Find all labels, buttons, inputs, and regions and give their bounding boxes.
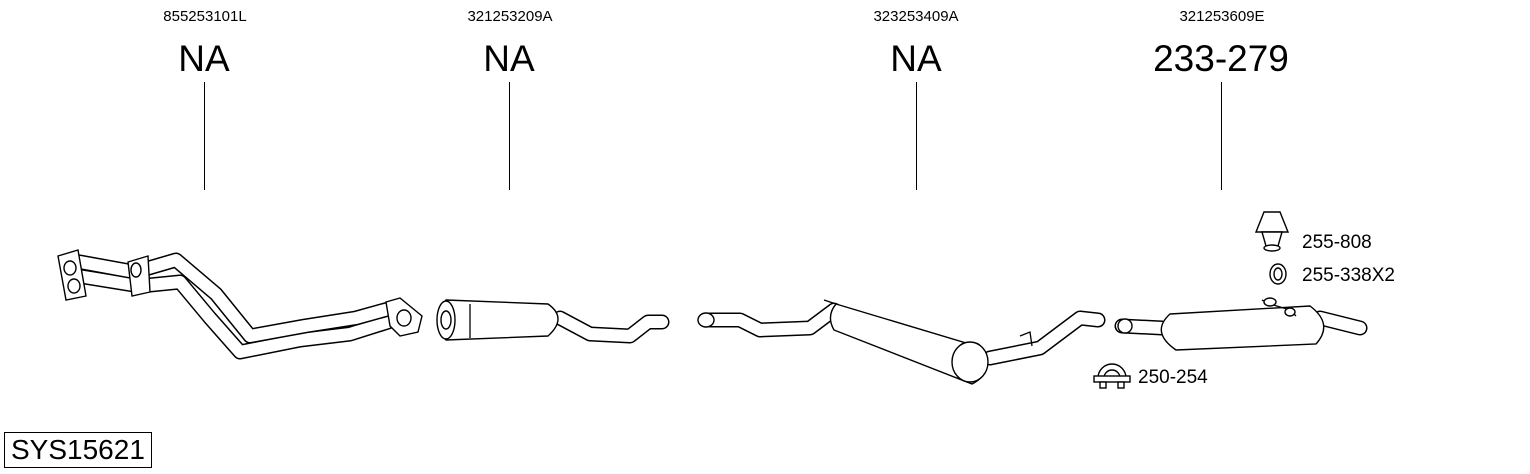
part-4-oem-number: 321253609E <box>1179 8 1265 25</box>
part-2-reference[interactable]: NA <box>483 38 535 79</box>
middle-silencer-drawing[interactable] <box>697 299 1106 385</box>
part-2-oem-number: 321253209A <box>467 8 553 25</box>
part-2-leader-line <box>509 82 510 190</box>
front-pipe-drawing[interactable] <box>57 249 423 360</box>
accessory-hanger-label[interactable]: 255-808 <box>1302 232 1372 253</box>
system-code-box: SYS15621 <box>4 432 152 468</box>
part-4-reference[interactable]: 233-279 <box>1153 38 1289 79</box>
rubber-hanger-icon[interactable] <box>1254 211 1290 252</box>
part-1-oem-number: 855253101L <box>163 8 247 25</box>
rear-silencer-drawing[interactable] <box>1114 297 1368 351</box>
part-3-leader-line <box>916 82 917 190</box>
part-3-oem-number: 323253409A <box>873 8 959 25</box>
part-3-reference[interactable]: NA <box>890 38 942 79</box>
part-4-leader-line <box>1221 82 1222 190</box>
accessory-clamp-label[interactable]: 250-254 <box>1138 367 1208 388</box>
clamp-icon[interactable] <box>1093 363 1131 389</box>
part-1-leader-line <box>204 82 205 190</box>
accessory-ring-label[interactable]: 255-338X2 <box>1302 265 1395 286</box>
front-silencer-drawing[interactable] <box>436 299 670 344</box>
part-1-reference[interactable]: NA <box>178 38 230 79</box>
ring-icon[interactable] <box>1269 263 1287 285</box>
